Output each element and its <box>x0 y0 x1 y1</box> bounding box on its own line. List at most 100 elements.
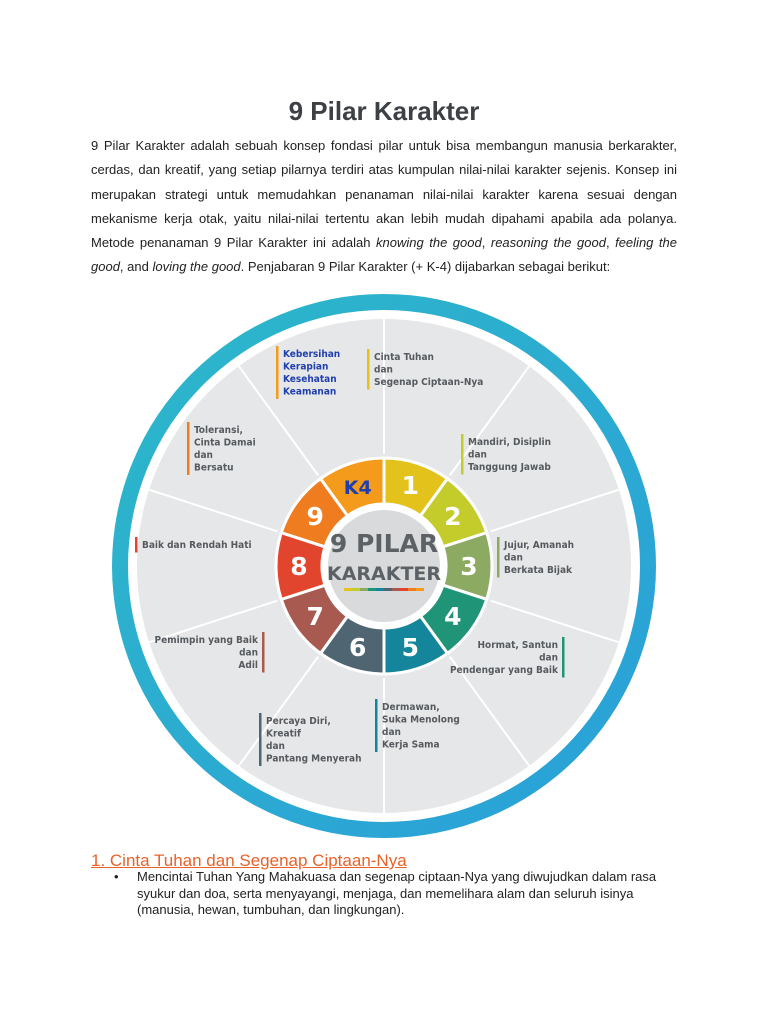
sector-divider <box>148 488 278 533</box>
color-bar-segment <box>352 588 360 591</box>
center-label-line1: 9 PILAR <box>330 529 438 558</box>
pillar-label-line: dan <box>239 648 258 659</box>
sector-divider <box>449 656 530 767</box>
pillar-label-bar <box>259 713 262 766</box>
pillar-label-line: Tanggung Jawab <box>468 462 551 473</box>
pillar-label-line: Bersatu <box>194 463 234 474</box>
pillar-label-8: Baik dan Rendah Hati <box>135 537 252 553</box>
color-bar-segment <box>376 588 384 591</box>
pillar-label-line: Segenap Ciptaan-Nya <box>374 377 483 388</box>
pillar-label-bar <box>367 349 370 390</box>
pillar-number-6: 6 <box>349 633 366 662</box>
pillar-number-3: 3 <box>460 552 477 581</box>
intro-text: 9 Pilar Karakter adalah sebuah konsep fo… <box>91 138 677 251</box>
pillar-label-bar <box>135 537 138 553</box>
pillar-label-bar <box>276 346 279 399</box>
center-disc <box>328 510 440 622</box>
pillar-label-line: Jujur, Amanah <box>503 540 574 551</box>
bullet-item: • Mencintai Tuhan Yang Mahakuasa dan sege… <box>91 869 681 919</box>
intro-italic-term: knowing the good <box>376 235 482 251</box>
pillar-number-k4: K4 <box>344 477 372 499</box>
pillar-label-line: Kreatif <box>266 729 301 740</box>
pillar-number-7: 7 <box>307 602 324 631</box>
color-bar-segment <box>400 588 408 591</box>
pillar-number-2: 2 <box>444 502 461 531</box>
pillar-label-line: Suka Menolong <box>382 715 460 726</box>
pillar-number-5: 5 <box>402 633 419 662</box>
sector-divider <box>490 488 620 533</box>
color-bar-segment <box>408 588 416 591</box>
sector-divider <box>148 599 278 644</box>
intro-text: , and <box>119 259 153 275</box>
intro-paragraph: 9 Pilar Karakter adalah sebuah konsep fo… <box>91 134 677 280</box>
pillar-label-line: Kesehatan <box>283 374 337 385</box>
pillar-label-line: Cinta Tuhan <box>374 352 434 363</box>
pillar-label-line: dan <box>194 450 213 461</box>
color-bar-segment <box>392 588 400 591</box>
pillar-label-line: Mandiri, Disiplin <box>468 437 551 448</box>
pillar-label-bar <box>375 699 378 752</box>
pillar-label-bar <box>262 632 265 673</box>
pillar-label-line: Cinta Damai <box>194 438 256 449</box>
pillar-label-line: Kebersihan <box>283 349 340 360</box>
sector-divider <box>238 365 319 476</box>
intro-text: , <box>481 235 491 251</box>
sector-divider <box>490 599 620 644</box>
intro-italic-term: loving the good <box>152 259 241 275</box>
pillar-number-9: 9 <box>307 502 324 531</box>
pillar-label-line: dan <box>374 365 393 376</box>
section-bullet-list: • Mencintai Tuhan Yang Mahakuasa dan sege… <box>91 869 681 919</box>
center-label-line2: KARAKTER <box>327 563 441 585</box>
color-bar-segment <box>360 588 368 591</box>
pillar-label-line: Toleransi, <box>194 425 243 436</box>
pillar-label-line: Pemimpin yang Baik <box>155 635 260 646</box>
pillar-label-line: dan <box>382 727 401 738</box>
bullet-dot-icon: • <box>114 869 119 884</box>
section-heading: 1. Cinta Tuhan dan Segenap Ciptaan-Nya <box>91 851 407 870</box>
pillar-label-line: dan <box>266 741 285 752</box>
bullet-text: Mencintai Tuhan Yang Mahakuasa dan segen… <box>137 869 657 917</box>
pillar-label-line: Kerja Sama <box>382 740 440 751</box>
page-title: 9 Pilar Karakter <box>288 96 480 126</box>
pillar-number-8: 8 <box>290 552 307 581</box>
pillar-label-line: dan <box>504 553 523 564</box>
center-color-bar <box>344 588 424 591</box>
pillar-label-line: Adil <box>238 660 258 671</box>
intro-italic-term: feeling the good <box>91 235 677 275</box>
intro-italic-term: reasoning the good <box>490 235 606 251</box>
pillar-label-line: Kerapian <box>283 362 328 373</box>
pillar-label-line: Dermawan, <box>382 702 440 713</box>
color-bar-segment <box>344 588 352 591</box>
sector-divider <box>238 656 319 767</box>
pillar-label-line: Keamanan <box>283 387 336 398</box>
pillar-label-line: Pantang Menyerah <box>266 754 362 765</box>
pillar-number-1: 1 <box>402 471 419 500</box>
intro-text: . Penjabaran 9 Pilar Karakter (+ K-4) di… <box>240 259 611 275</box>
pillar-label-bar <box>461 434 464 475</box>
pillar-number-4: 4 <box>444 602 461 631</box>
color-bar-segment <box>416 588 424 591</box>
pillar-label-bar <box>562 637 565 678</box>
pillar-label-line: dan <box>468 450 487 461</box>
sector-dividers <box>148 319 620 813</box>
intro-text: , <box>605 235 616 251</box>
pillar-label-line: Percaya Diri, <box>266 716 331 727</box>
pillar-label-line: Baik dan Rendah Hati <box>142 540 252 551</box>
pillar-label-bar <box>497 537 500 578</box>
pillar-label-line: Berkata Bijak <box>504 565 573 576</box>
color-bar-segment <box>384 588 392 591</box>
pillar-label-line: Hormat, Santun <box>477 640 558 651</box>
pillar-label-line: dan <box>539 653 558 664</box>
pillar-label-line: Pendengar yang Baik <box>450 665 559 676</box>
